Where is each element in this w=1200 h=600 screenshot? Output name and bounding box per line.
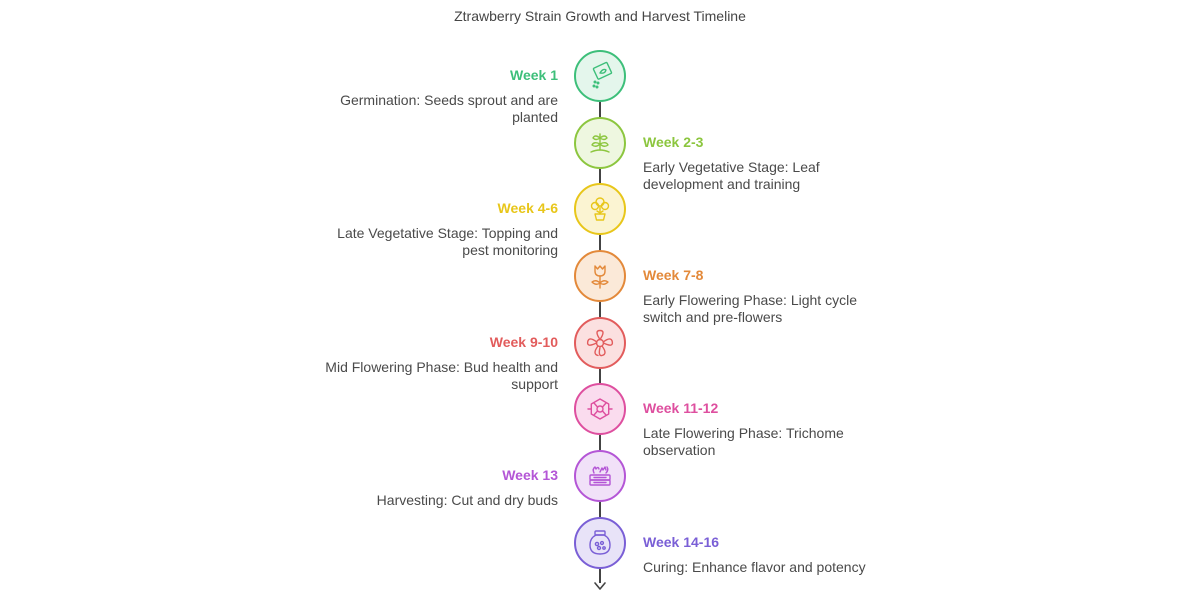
stage-description: Late Vegetative Stage: Topping and pest …	[337, 225, 558, 258]
stage-label-5: Week 9-10 Mid Flowering Phase: Bud healt…	[318, 334, 558, 393]
stage-node-6	[574, 383, 626, 435]
drying-tray-icon	[589, 466, 611, 486]
flower-icon	[586, 329, 614, 357]
stage-week: Week 4-6	[497, 200, 558, 216]
stage-description: Late Flowering Phase: Trichome observati…	[643, 425, 844, 458]
seed-packet-icon	[592, 61, 613, 89]
potted-plant-icon	[590, 197, 610, 221]
tulip-icon	[591, 265, 609, 289]
stage-node-1	[574, 50, 626, 102]
stage-node-8	[574, 517, 626, 569]
stage-week: Week 11-12	[643, 400, 719, 416]
stage-description: Germination: Seeds sprout and are plante…	[340, 92, 558, 125]
stage-node-7	[574, 450, 626, 502]
sprout-icon	[590, 133, 610, 153]
stage-label-6: Week 11-12 Late Flowering Phase: Trichom…	[643, 400, 883, 459]
stage-week: Week 13	[502, 467, 558, 483]
molecule-icon	[587, 398, 613, 420]
stage-week: Week 2-3	[643, 134, 704, 150]
stage-node-2	[574, 117, 626, 169]
stage-week: Week 14-16	[643, 534, 720, 550]
stage-node-5	[574, 317, 626, 369]
stage-node-3	[574, 183, 626, 235]
stage-label-1: Week 1 Germination: Seeds sprout and are…	[318, 67, 558, 126]
stage-label-8: Week 14-16 Curing: Enhance flavor and po…	[643, 534, 883, 576]
stage-description: Mid Flowering Phase: Bud health and supp…	[325, 359, 558, 392]
stage-label-2: Week 2-3 Early Vegetative Stage: Leaf de…	[643, 134, 883, 193]
stage-label-4: Week 7-8 Early Flowering Phase: Light cy…	[643, 267, 883, 326]
diagram-title: Ztrawberry Strain Growth and Harvest Tim…	[454, 8, 746, 24]
timeline-arrow-icon	[594, 582, 606, 590]
stage-label-7: Week 13 Harvesting: Cut and dry buds	[318, 467, 558, 509]
stage-node-4	[574, 250, 626, 302]
stage-description: Early Vegetative Stage: Leaf development…	[643, 159, 820, 192]
jar-icon	[589, 530, 611, 555]
stage-description: Harvesting: Cut and dry buds	[376, 492, 558, 508]
stage-week: Week 9-10	[489, 334, 558, 350]
stage-week: Week 7-8	[643, 267, 704, 283]
stage-week: Week 1	[510, 67, 558, 83]
stage-label-3: Week 4-6 Late Vegetative Stage: Topping …	[318, 200, 558, 259]
stage-description: Early Flowering Phase: Light cycle switc…	[643, 292, 857, 325]
stage-description: Curing: Enhance flavor and potency	[643, 559, 866, 575]
